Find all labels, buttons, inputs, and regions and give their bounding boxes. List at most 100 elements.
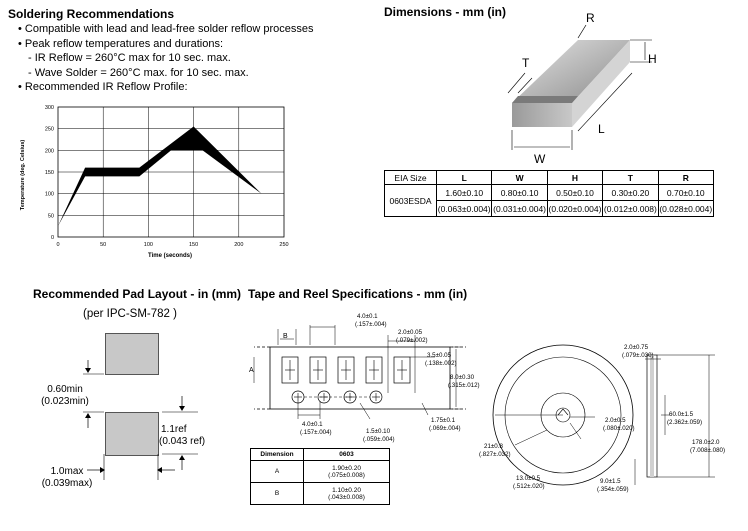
tape-d7: 1.5±0.10 bbox=[366, 428, 391, 435]
bullet-item: - Wave Solder = 260°C max. for 10 sec. m… bbox=[28, 66, 249, 79]
tape-d5i: (.069±.004) bbox=[429, 425, 461, 432]
tape-d2: 2.0±0.05 bbox=[398, 329, 423, 336]
x-tick-label: 250 bbox=[279, 242, 288, 248]
chart-x-label: Time (seconds) bbox=[148, 253, 192, 259]
cell: (0.063±0.004) bbox=[435, 200, 493, 217]
th-h: H bbox=[546, 170, 604, 185]
y-tick-label: 150 bbox=[45, 170, 54, 176]
tape-d3: 3.5±0.05 bbox=[427, 352, 452, 359]
chart-y-label: Temperature (deg. Celsius) bbox=[20, 140, 26, 211]
cell: 0.30±0.20 bbox=[602, 184, 659, 201]
reel-r2: 60.0±1.5 bbox=[669, 411, 694, 418]
pad-ref-mm: 1.1ref bbox=[161, 424, 187, 435]
tape-row-val: 1.90±0.20(.075±0.008) bbox=[303, 460, 390, 483]
reel-r1: 2.0±0.75 bbox=[624, 344, 649, 351]
label-r: R bbox=[586, 11, 595, 25]
chart-grid bbox=[57, 106, 285, 238]
chip-dimension-drawing: R H T W L bbox=[507, 11, 657, 166]
cell: (0.012±0.008) bbox=[602, 200, 659, 217]
tape-row-dim: A bbox=[250, 460, 304, 483]
bullet-item: • Peak reflow temperatures and durations… bbox=[18, 37, 224, 50]
label-l: L bbox=[598, 122, 605, 136]
cell: 0.70±0.10 bbox=[657, 184, 715, 201]
soldering-bullets: • Compatible with lead and lead-free sol… bbox=[18, 22, 314, 95]
th-t: T bbox=[602, 170, 659, 185]
reel-r1i: (.079±.030) bbox=[622, 352, 654, 359]
pad-title: Recommended Pad Layout - in (mm) bbox=[33, 287, 242, 301]
reel-r7i: (.354±.059) bbox=[597, 486, 629, 493]
reel-r3i: (7.008±.080) bbox=[690, 447, 726, 454]
label-t: T bbox=[522, 56, 530, 70]
y-tick-label: 0 bbox=[51, 235, 54, 241]
y-tick-label: 250 bbox=[45, 127, 54, 133]
chip-terminal bbox=[512, 96, 578, 103]
x-tick-label: 100 bbox=[144, 242, 153, 248]
x-tick-label: 0 bbox=[56, 242, 59, 248]
dimensions-title: Dimensions - mm (in) bbox=[384, 5, 507, 19]
y-tick-label: 300 bbox=[45, 105, 54, 111]
y-tick-label: 200 bbox=[45, 148, 54, 154]
tape-d4: 8.0±0.30 bbox=[450, 374, 475, 381]
tape-row-dim: B bbox=[250, 482, 304, 505]
tape-d6i: (.157±.004) bbox=[300, 429, 332, 436]
eia-size: 0603ESDA bbox=[384, 184, 437, 217]
th-l: L bbox=[435, 170, 493, 185]
pad-bottom bbox=[105, 412, 159, 456]
cell: (0.031±0.004) bbox=[491, 200, 548, 217]
tape-title: Tape and Reel Specifications - mm (in) bbox=[248, 287, 468, 301]
reel-r6: 13.0±0.5 bbox=[516, 475, 541, 482]
bullet-item: - IR Reflow = 260°C max for 10 sec. max. bbox=[28, 52, 231, 64]
x-tick-label: 200 bbox=[234, 242, 243, 248]
reel-r5: 21±0.8 bbox=[484, 443, 503, 450]
reel-r4i: (.080±.020) bbox=[603, 425, 635, 432]
pad-width-mm: 1.0max bbox=[50, 466, 84, 477]
reflow-profile-band bbox=[58, 126, 262, 227]
label-b: B bbox=[283, 333, 288, 340]
tape-table: Dimension 0603 A 1.90±0.20(.075±0.008) B… bbox=[250, 448, 390, 505]
x-tick-label: 150 bbox=[189, 242, 198, 248]
th-eia: EIA Size bbox=[384, 170, 437, 185]
x-tick-label: 50 bbox=[100, 242, 106, 248]
reel-r5i: (.827±.032) bbox=[479, 451, 511, 458]
cell: (0.028±0.004) bbox=[657, 200, 715, 217]
tape-d6: 4.0±0.1 bbox=[302, 421, 323, 428]
chip-front-face bbox=[512, 103, 572, 127]
reel-r3: 178.0±2.0 bbox=[692, 439, 720, 446]
tape-row-val: 1.10±0.20(.043±0.008) bbox=[303, 482, 390, 505]
tape-drawing: B A bbox=[249, 325, 466, 420]
pad-ref-in: (0.043 ref) bbox=[159, 436, 206, 447]
label-w: W bbox=[534, 152, 546, 166]
chip-top-face bbox=[512, 40, 630, 103]
pad-gap-in: (0.023min) bbox=[41, 396, 89, 407]
tape-d7i: (.059±.004) bbox=[363, 436, 395, 443]
reel-drawing bbox=[492, 344, 715, 486]
cell: (0.020±0.004) bbox=[546, 200, 604, 217]
y-tick-label: 100 bbox=[45, 192, 54, 198]
tape-d3i: (.138±.002) bbox=[425, 360, 457, 367]
bullet-item: • Recommended IR Reflow Profile: bbox=[18, 81, 188, 93]
th-w: W bbox=[491, 170, 548, 185]
th-r: R bbox=[657, 170, 715, 185]
bullet-item: • Compatible with lead and lead-free sol… bbox=[18, 23, 314, 35]
tape-d2i: (.079±.002) bbox=[396, 337, 428, 344]
reflow-profile-chart: 0 50 100 150 200 250 0 50 100 150 200 250 300 Time (… bbox=[20, 105, 289, 259]
reel-r2i: (2.362±.059) bbox=[667, 419, 703, 426]
pad-subtitle: (per IPC-SM-782 ) bbox=[83, 308, 177, 320]
pad-width-in: (0.039max) bbox=[41, 478, 93, 489]
tape-d1i: (.157±.004) bbox=[355, 321, 387, 328]
pad-top bbox=[105, 333, 159, 375]
chip-side-face bbox=[572, 40, 630, 127]
tape-d4i: (.315±.012) bbox=[448, 382, 480, 389]
pad-gap-mm: 0.60min bbox=[47, 384, 83, 395]
label-h: H bbox=[648, 52, 657, 66]
tape-th-size: 0603 bbox=[303, 448, 390, 461]
tape-d1: 4.0±0.1 bbox=[357, 313, 378, 320]
cell: 1.60±0.10 bbox=[435, 184, 493, 201]
soldering-title: Soldering Recommendations bbox=[8, 7, 175, 21]
tape-th-dim: Dimension bbox=[250, 448, 304, 461]
pad-dimension-lines bbox=[83, 360, 198, 480]
cell: 0.80±0.10 bbox=[491, 184, 548, 201]
reel-r4: 2.0±0.5 bbox=[605, 417, 626, 424]
reel-r6i: (.512±.020) bbox=[513, 483, 545, 490]
y-tick-label: 50 bbox=[48, 213, 54, 219]
